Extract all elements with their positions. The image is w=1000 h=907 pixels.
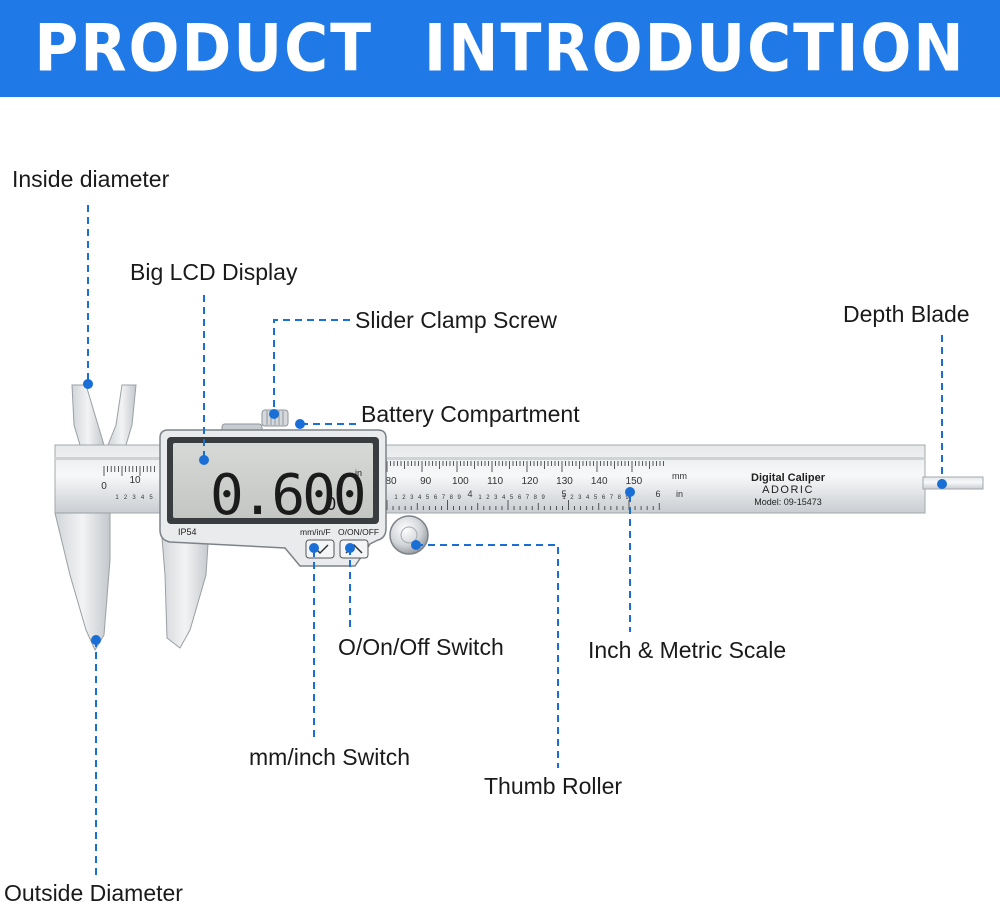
mm-label: 150	[626, 476, 643, 487]
mm-label: 110	[487, 476, 503, 487]
power-button-label: O/ON/OFF	[338, 527, 379, 537]
inch-minor-label: 6	[434, 495, 438, 501]
inch-major-label: 6	[655, 489, 660, 499]
inch-minor-label: 1	[394, 495, 398, 501]
inch-major-label: 5	[561, 489, 566, 499]
inside-jaw-sliding	[107, 384, 137, 446]
mm-label: 100	[452, 476, 469, 487]
page-title: PRODUCT INTRODUCTION	[34, 10, 966, 87]
mode-button-label: mm/in/F	[300, 527, 331, 537]
jaw-scale-zero: 0	[101, 481, 107, 492]
inch-minor-label: 3	[494, 495, 498, 501]
inch-scale-ticks	[386, 500, 660, 510]
mm-scale-labels: 80 90 100 110 120 130 140 150	[385, 476, 642, 487]
mm-label: 80	[385, 476, 397, 487]
brand-title: Digital Caliper	[751, 472, 826, 484]
inch-minor-label: 6	[602, 495, 606, 501]
mm-scale-ticks	[386, 461, 664, 472]
inch-minor-label: 3	[410, 495, 414, 501]
inch-minor-label: 5	[510, 495, 514, 501]
callout-big-lcd-display: Big LCD Display	[130, 259, 298, 285]
inch-minor-label: 2	[570, 495, 574, 501]
callout-outside-diameter: Outside Diameter	[4, 880, 183, 906]
lcd-fraction: 0	[326, 494, 336, 514]
brand-panel: Digital Caliper ADORIC Model: 09-15473	[751, 472, 826, 507]
inch-minor-label: 8	[450, 495, 454, 501]
inch-minor-label: 7	[526, 495, 530, 501]
ip-rating: IP54	[178, 527, 197, 537]
jaw-inch-label: 4	[141, 495, 145, 501]
jaw-inch-label: 3	[132, 495, 136, 501]
inch-minor-label: 8	[618, 495, 622, 501]
callout-leaders	[87, 205, 943, 880]
callout-dots	[83, 379, 947, 645]
inch-minor-label: 6	[518, 495, 522, 501]
thumb-roller[interactable]	[389, 515, 429, 555]
callout-mm-inch-switch: mm/inch Switch	[249, 744, 411, 770]
callout-depth-blade: Depth Blade	[843, 301, 970, 327]
jaw-inch-label: 5	[149, 495, 153, 501]
mm-label: 120	[521, 476, 538, 487]
inch-minor-label: 2	[402, 495, 406, 501]
inch-minor-label: 9	[458, 495, 462, 501]
brand-name: ADORIC	[762, 484, 814, 496]
leader-thumb-roller	[416, 544, 559, 768]
inch-minor-label: 8	[534, 495, 538, 501]
callout-battery-compartment: Battery Compartment	[361, 401, 580, 427]
leader-clamp-screw	[273, 319, 350, 414]
jaw-scale-ticks	[103, 466, 155, 476]
inch-major-label: 4	[467, 489, 472, 499]
lcd-reading: 0.600	[210, 463, 364, 528]
inch-minor-label: 4	[586, 495, 590, 501]
callout-slider-clamp-screw: Slider Clamp Screw	[355, 307, 557, 333]
inside-jaw-fixed	[71, 384, 105, 446]
inch-minor-label: 2	[486, 495, 490, 501]
callout-inch-metric-scale: Inch & Metric Scale	[588, 637, 787, 663]
model-number: Model: 09-15473	[754, 497, 822, 507]
inch-minor-label: 9	[542, 495, 546, 501]
inch-minor-label: 1	[562, 495, 566, 501]
inch-minor-label: 4	[418, 495, 422, 501]
lcd-unit: in	[355, 468, 362, 478]
jaw-inch-label: 2	[124, 495, 128, 501]
depth-blade	[922, 476, 984, 490]
inch-minor-label: 1	[478, 495, 482, 501]
mm-label: 130	[556, 476, 573, 487]
inch-minor-label: 4	[502, 495, 506, 501]
inch-minor-label: 7	[442, 495, 446, 501]
mm-label: 90	[420, 476, 432, 487]
in-unit-label: in	[676, 489, 683, 499]
jaw-scale-ten: 10	[129, 475, 141, 486]
jaw-inch-label: 1	[115, 495, 119, 501]
mm-label: 140	[591, 476, 608, 487]
inch-minor-label: 7	[610, 495, 614, 501]
title-banner: PRODUCT INTRODUCTION	[0, 0, 1000, 97]
callout-thumb-roller: Thumb Roller	[484, 773, 623, 799]
inch-minor-label: 9	[626, 495, 630, 501]
inch-minor-label: 5	[426, 495, 430, 501]
inch-minor-label: 3	[578, 495, 582, 501]
lcd-screen	[173, 443, 373, 518]
callout-on-off-switch: O/On/Off Switch	[338, 634, 504, 660]
inch-minor-label: 5	[594, 495, 598, 501]
mm-unit-label: mm	[672, 471, 687, 481]
outside-jaw-fixed	[54, 512, 111, 652]
callout-inside-diameter: Inside diameter	[12, 166, 170, 192]
